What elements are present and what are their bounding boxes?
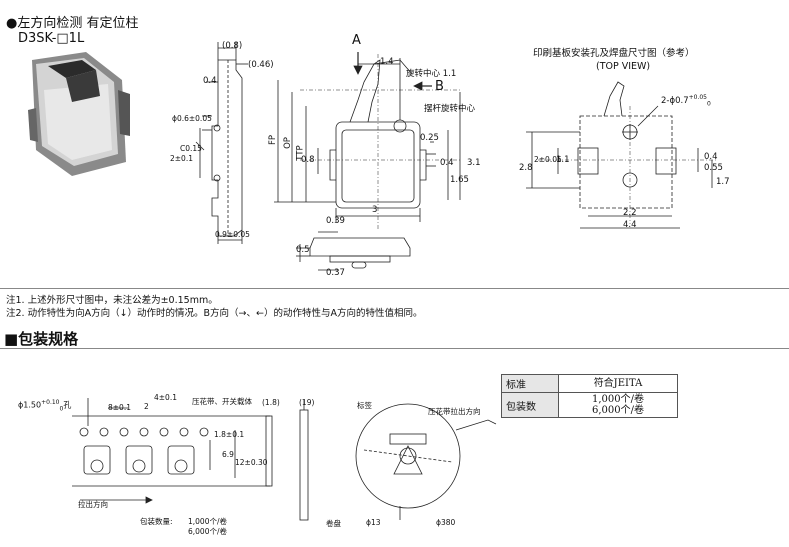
label-rot-center: 旋转中心 1.1 — [406, 69, 457, 79]
note-1: 注1. 上述外形尺寸图中，未注公差为±0.15mm。 — [6, 295, 218, 306]
tape-emboss: 压花带、开关载体 — [192, 397, 252, 406]
tape-d6.9: 6.9 — [222, 450, 234, 459]
dim-0.6: ϕ0.6±0.05 — [172, 114, 212, 123]
dimension-drawing — [195, 42, 461, 271]
qty-label: 包装数量: — [140, 517, 173, 526]
label-fp: FP — [268, 134, 279, 146]
label-op: OP — [282, 137, 293, 149]
model-number: D3SK-□1L — [18, 31, 85, 46]
reel-tape: 压花带拉出方向 — [428, 407, 481, 416]
pcb-dim-2.2: 2.2 — [623, 208, 637, 218]
reel-d13: ϕ13 — [366, 518, 381, 527]
dim-3: 3 — [372, 205, 378, 215]
tape-d19p: (19) — [299, 398, 315, 407]
tape-d8: 8±0.1 — [108, 403, 131, 412]
pcb-dim-0.4: 0.4 — [704, 152, 718, 162]
dim-0.4b: 0.4 — [440, 158, 454, 168]
table-key-qty: 包装数 — [501, 392, 559, 418]
dim-c0.15: C0.15 — [180, 144, 202, 153]
dim-1.65: 1.65 — [450, 175, 469, 185]
reel-label: 标签 — [357, 401, 372, 410]
tape-hole: ϕ1.50+0.100孔 — [18, 399, 72, 413]
dim-0.37: 0.37 — [326, 268, 345, 278]
pcb-dim-4.4: 4.4 — [623, 220, 637, 230]
section-title: ●左方向检测 有定位柱 — [6, 16, 139, 31]
arrow-b-label: B — [435, 79, 444, 94]
note-2: 注2. 动作特性为向A方向（↓）动作时的情况。B方向（→、←）的动作特性与A方向… — [6, 308, 423, 319]
pcb-dim-2.8: 2.8 — [519, 163, 533, 173]
pcb-dim-1.1: 1.1 — [556, 155, 570, 165]
tape-d1.8p: (1.8) — [262, 398, 280, 407]
tape-d4: 4±0.1 — [154, 393, 177, 402]
tape-d2: 2 — [144, 402, 149, 411]
table-value-standard: 符合JEITA — [558, 374, 678, 393]
packaging-title: ■包装规格 — [4, 330, 79, 348]
table-key-standard: 标准 — [501, 374, 559, 393]
pcb-dim-0.55: 0.55 — [704, 163, 723, 173]
dim-0.9: 0.9±0.05 — [215, 230, 250, 239]
dim-0.46: (0.46) — [248, 60, 274, 70]
dim-0.4: 0.4 — [203, 76, 217, 86]
pcb-dim-1.7: 1.7 — [716, 177, 730, 187]
packaging-drawing — [72, 398, 497, 521]
tape-d12: 12±0.30 — [235, 458, 268, 467]
dim-0.8b: 0.8 — [301, 155, 315, 165]
pcb-drawing — [526, 81, 718, 229]
product-photo — [28, 52, 130, 176]
tape-direction: 拉出方向 — [78, 500, 108, 509]
pcb-title: 印刷基板安装孔及焊盘尺寸图（参考） — [533, 48, 695, 59]
dim-2: 2±0.1 — [170, 154, 193, 163]
label-lever-center: 摆杆旋转中心 — [424, 104, 476, 114]
dim-0.39: 0.39 — [326, 216, 345, 226]
arrow-a-label: A — [352, 33, 361, 48]
dim-0.5: 0.5 — [296, 245, 310, 255]
dim-1.4: 1.4 — [380, 57, 394, 67]
qty-2: 6,000个/卷 — [188, 527, 227, 536]
pcb-dim-2: 2±0.05 — [534, 155, 562, 164]
pcb-hole: 2-ϕ0.7+0.050 — [661, 94, 711, 108]
dim-3.1: 3.1 — [467, 158, 481, 168]
dim-0.25: 0.25 — [420, 133, 439, 143]
reel-reel: 卷盘 — [326, 519, 341, 528]
pcb-subtitle: (TOP VIEW) — [596, 61, 651, 72]
dim-0.8: (0.8) — [222, 41, 243, 51]
tape-d1.8: 1.8±0.1 — [214, 430, 245, 439]
reel-d380: ϕ380 — [436, 518, 456, 527]
qty-1: 1,000个/卷 — [188, 517, 227, 526]
